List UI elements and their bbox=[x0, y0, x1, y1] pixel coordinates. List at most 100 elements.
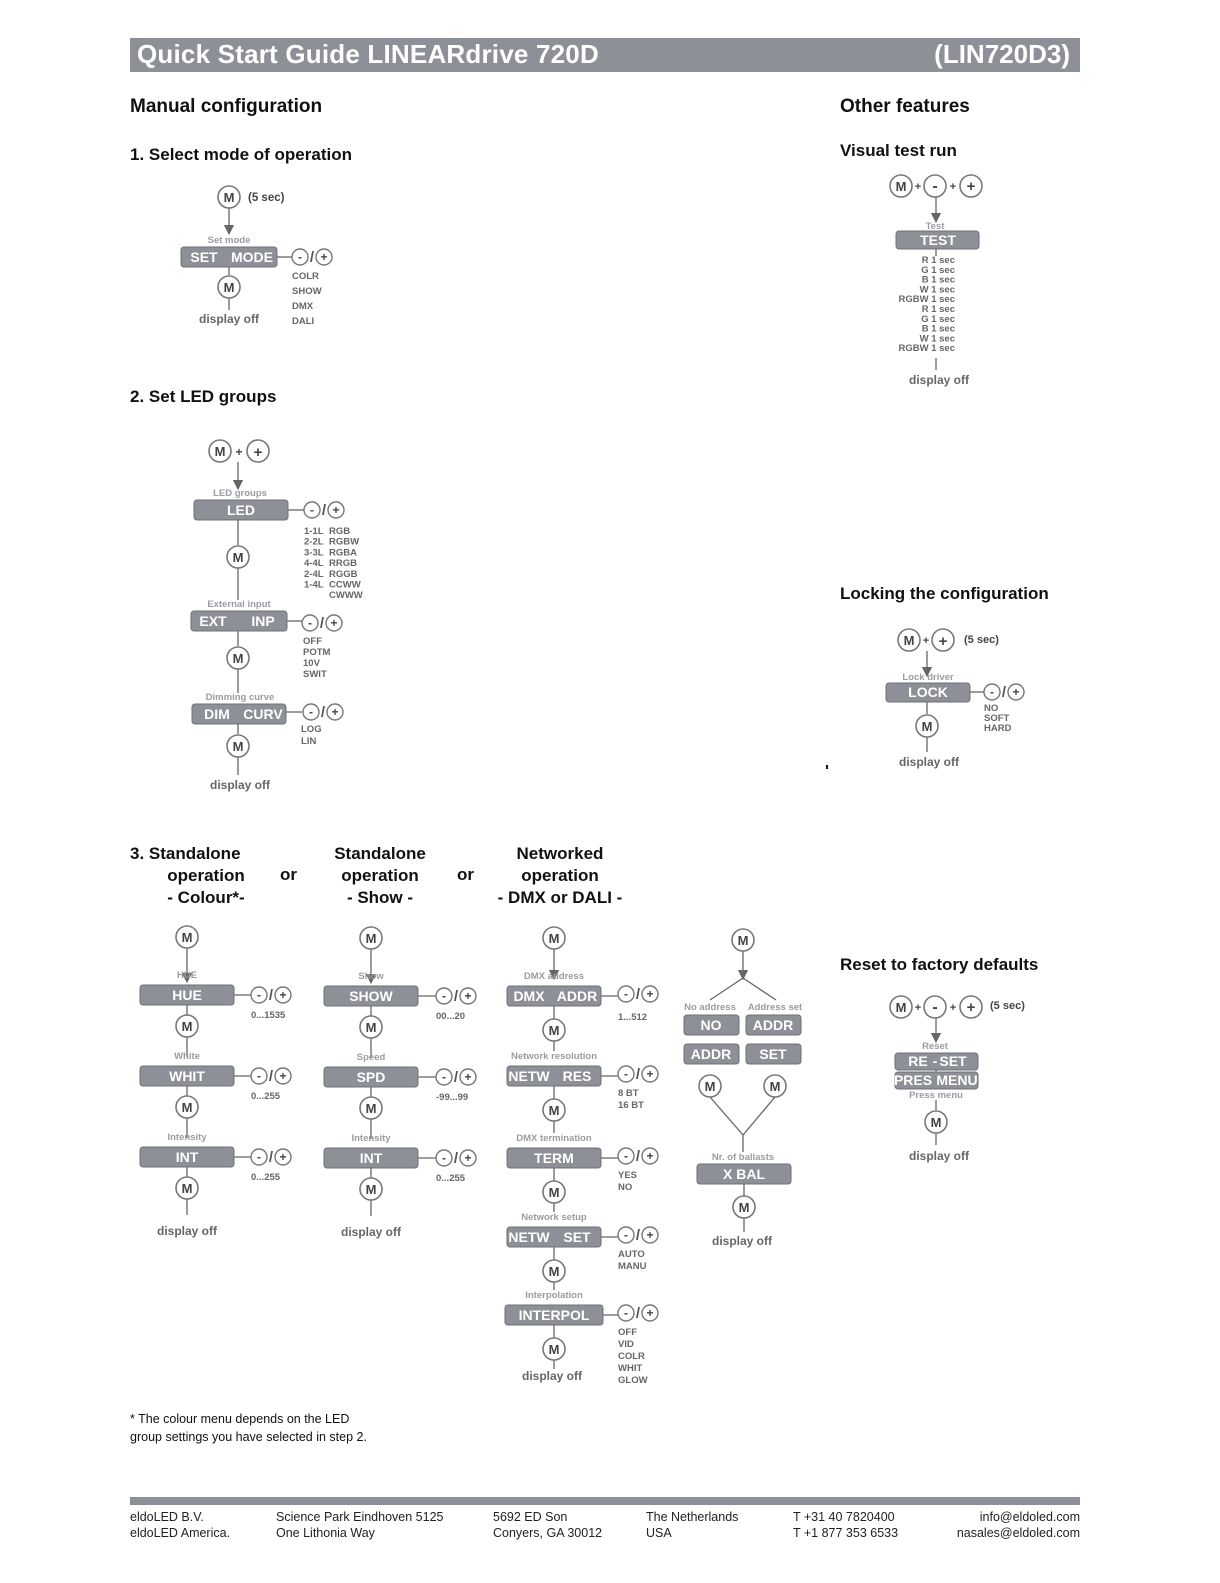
m-button-label: M bbox=[366, 931, 377, 946]
m-button-icon bbox=[889, 995, 913, 1019]
m-button-label: M bbox=[896, 179, 907, 194]
display-text: INTERPOL bbox=[519, 1307, 590, 1323]
range-text: 0...255 bbox=[436, 1173, 466, 1184]
m-button-label: M bbox=[366, 1020, 377, 1035]
footer-line: eldoLED America. bbox=[130, 1526, 231, 1540]
m-button-label: M bbox=[549, 1103, 560, 1118]
plus-button-icon bbox=[641, 1147, 659, 1165]
slash-glyph: / bbox=[636, 1066, 641, 1083]
m-button-icon bbox=[359, 1096, 383, 1120]
button-glyph: + bbox=[1012, 685, 1019, 699]
option-text: RGBW 1 sec bbox=[899, 343, 956, 354]
minus-button-icon bbox=[617, 1226, 635, 1244]
display-text: CURV bbox=[243, 706, 283, 722]
option-text: CCWW bbox=[329, 580, 361, 591]
other-features-heading: Other features bbox=[840, 96, 970, 117]
plus-glyph: + bbox=[254, 444, 263, 461]
header-bar bbox=[130, 38, 1080, 72]
slash-glyph: / bbox=[310, 249, 315, 266]
step1-heading: 1. Select mode of operation bbox=[130, 145, 352, 164]
menu-caption: Address set bbox=[748, 1002, 803, 1013]
option-text: 10V bbox=[303, 658, 321, 669]
press-menu-display bbox=[894, 1071, 979, 1090]
button-glyph: + bbox=[464, 989, 471, 1003]
option-text: COLR bbox=[618, 1351, 645, 1362]
set-display bbox=[745, 1043, 802, 1065]
option-text: NO bbox=[984, 703, 998, 714]
button-glyph: - bbox=[624, 1149, 628, 1163]
menu-display bbox=[323, 1066, 419, 1088]
option-text: NO bbox=[618, 1182, 632, 1193]
display-text: SHOW bbox=[349, 988, 393, 1004]
m-button-icon bbox=[217, 185, 241, 209]
menu-caption: Interpolation bbox=[525, 1290, 583, 1301]
footnote-line: group settings you have selected in step… bbox=[130, 1430, 367, 1444]
m-button-icon bbox=[175, 1095, 199, 1119]
plus-button-icon bbox=[274, 1067, 292, 1085]
display-text: LED bbox=[227, 502, 255, 518]
menu-display bbox=[506, 1065, 602, 1087]
plus-button-icon bbox=[315, 248, 333, 266]
m-button-label: M bbox=[233, 739, 244, 754]
menu-caption: DMX address bbox=[524, 971, 584, 982]
option-text: DMX bbox=[292, 301, 314, 312]
m-button-icon bbox=[542, 926, 566, 950]
option-text: R 1 sec bbox=[922, 255, 955, 266]
menu-caption: Press menu bbox=[909, 1090, 963, 1101]
option-text: RGBW bbox=[329, 537, 359, 548]
m-button-label: M bbox=[904, 633, 915, 648]
display-text: LOCK bbox=[908, 684, 948, 700]
m-button-label: M bbox=[896, 1000, 907, 1015]
menu-caption: Intensity bbox=[167, 1132, 207, 1143]
option-text: RGGB bbox=[329, 569, 358, 580]
menu-caption: Reset bbox=[922, 1041, 949, 1052]
option-text: RGBA bbox=[329, 547, 357, 558]
option-text: SHOW bbox=[292, 286, 322, 297]
dim-display bbox=[191, 703, 287, 725]
slash-glyph: / bbox=[454, 988, 459, 1005]
plus-glyph: + bbox=[915, 1002, 921, 1014]
plus-button-icon bbox=[641, 1304, 659, 1322]
display-off-label: display off bbox=[210, 778, 271, 792]
display-off-label: display off bbox=[712, 1234, 773, 1248]
m-button-icon bbox=[217, 275, 241, 299]
footer-line: eldoLED B.V. bbox=[130, 1510, 204, 1524]
slash-glyph: / bbox=[636, 1227, 641, 1244]
display-text: PRES bbox=[894, 1072, 932, 1088]
display-text: RES bbox=[563, 1068, 592, 1084]
m-button-label: M bbox=[549, 1342, 560, 1357]
display-off-label: display off bbox=[199, 312, 260, 326]
option-text: 8 BT bbox=[618, 1088, 639, 1099]
m-button-icon bbox=[542, 1259, 566, 1283]
heading-line: operation bbox=[341, 866, 419, 885]
minus-button-icon bbox=[250, 986, 268, 1004]
footer-line: The Netherlands bbox=[646, 1510, 739, 1524]
minus-button-icon bbox=[291, 248, 309, 266]
footer-line: USA bbox=[646, 1526, 672, 1540]
button-glyph: + bbox=[332, 503, 339, 517]
connector-line bbox=[709, 977, 744, 1001]
or-label: or bbox=[457, 865, 474, 884]
minus-button-icon bbox=[617, 1147, 635, 1165]
button-glyph: - bbox=[298, 250, 302, 264]
plus-glyph: + bbox=[939, 633, 948, 650]
plus-button-icon bbox=[246, 439, 270, 463]
led-display bbox=[193, 499, 289, 521]
email-link[interactable]: info@eldoled.com bbox=[979, 1510, 1080, 1524]
footnote: * The colour menu depends on the LED gro… bbox=[130, 1410, 367, 1446]
plus-button-icon bbox=[931, 628, 955, 652]
minus-button-icon bbox=[923, 995, 947, 1019]
m-button-icon bbox=[175, 1014, 199, 1038]
plus-button-icon bbox=[274, 1148, 292, 1166]
connector-line bbox=[742, 977, 777, 1001]
visual-test-heading: Visual test run bbox=[840, 141, 957, 160]
option-text: WHIT bbox=[618, 1363, 642, 1374]
email-link[interactable]: nasales@eldoled.com bbox=[956, 1526, 1080, 1540]
minus-glyph: - bbox=[932, 178, 937, 195]
option-text: RRGB bbox=[329, 558, 357, 569]
m-button-icon bbox=[542, 1180, 566, 1204]
footer-line: Science Park Eindhoven 5125 bbox=[276, 1510, 444, 1524]
plus-button-icon bbox=[641, 985, 659, 1003]
